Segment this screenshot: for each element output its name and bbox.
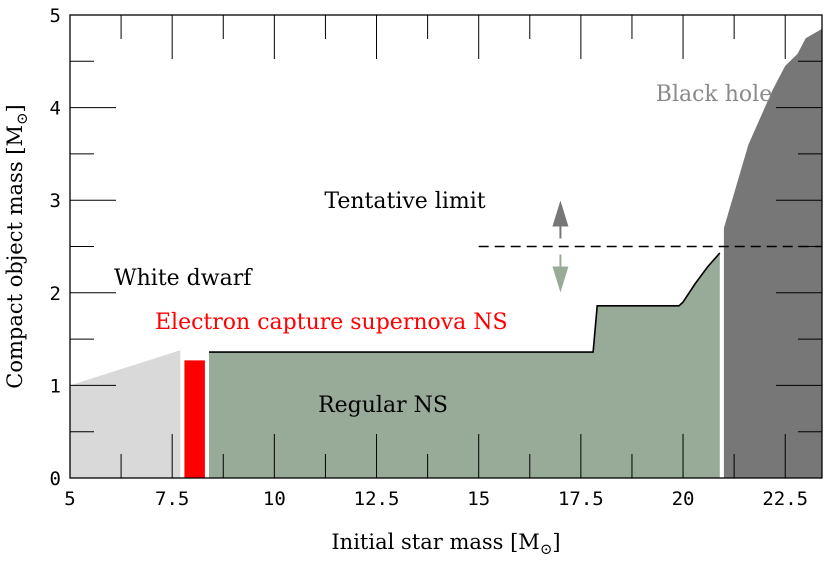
limit-arrow-down-head [552,266,569,293]
x-tick-label: 17.5 [558,488,604,510]
white-dwarf-label: White dwarf [114,266,253,291]
tentative-limit-label: Tentative limit [324,189,485,214]
x-tick-label: 22.5 [762,488,808,510]
x-axis-label-close: ] [552,530,560,554]
limit-arrow-up-head [552,200,569,227]
y-tick-label: 1 [50,375,61,397]
x-tick-label: 10 [263,488,286,510]
x-tick-label: 20 [672,488,695,510]
plot-frame [69,14,823,479]
y-tick-label: 2 [50,283,61,305]
x-tick-label: 12.5 [354,488,400,510]
x-tick-label: 15 [467,488,490,510]
x-tick-label: 5 [64,488,75,510]
y-tick-label: 0 [50,468,61,490]
black-hole-label: Black hole [656,82,772,107]
ecsn-label: Electron capture supernova NS [155,310,508,335]
ecsn-region [184,360,205,478]
white-dwarf-region [70,350,181,478]
x-tick-label: 7.5 [155,488,189,510]
y-axis-label-close: ] [3,104,27,112]
y-axis-label-text: Compact object mass [M [3,125,27,389]
x-axis-label-sub: ⊙ [540,540,553,558]
regular-ns-outline [209,252,721,353]
ns-outline-layer [209,252,721,353]
tick-labels-layer: 5 7.5 10 12.5 15 17.5 20 22.5 0 1 2 3 4 5 [50,5,809,510]
x-axis-label-text: Initial star mass [M [331,530,539,554]
regular-ns-label: Regular NS [318,393,448,418]
limit-layer [478,200,822,293]
y-axis-label: Compact object mass [M⊙] [3,104,31,389]
regular-ns-region [209,253,720,478]
x-axis-label: Initial star mass [M⊙] [331,530,560,558]
y-tick-label: 3 [50,190,61,212]
y-tick-label: 5 [50,5,61,27]
regions-layer [70,28,822,479]
y-axis-label-sub: ⊙ [13,112,31,125]
black-hole-region [723,28,822,479]
y-tick-label: 4 [50,98,61,120]
